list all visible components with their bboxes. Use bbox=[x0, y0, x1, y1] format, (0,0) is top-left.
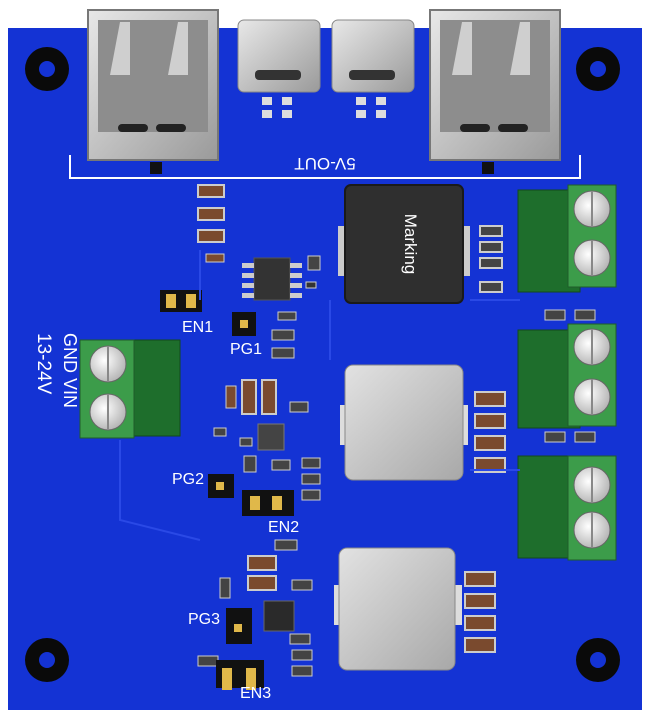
input-terminal-block bbox=[79, 339, 181, 439]
usb-a-port-right bbox=[429, 9, 561, 174]
usb-c-port-right bbox=[331, 19, 415, 118]
usb-a-port-left bbox=[87, 9, 219, 174]
passive-components bbox=[197, 184, 596, 677]
inductor-2 bbox=[340, 364, 468, 481]
usb-c-port-left bbox=[237, 19, 321, 118]
ic-2 bbox=[257, 423, 285, 451]
label-en1: EN1 bbox=[182, 319, 213, 336]
jumper-en1 bbox=[160, 290, 202, 312]
inductor-1: Marking bbox=[338, 184, 470, 304]
label-en3: EN3 bbox=[240, 685, 271, 702]
testpoint-pg2 bbox=[208, 474, 234, 498]
mounting-holes bbox=[25, 47, 620, 682]
label-input-pins: GND VIN bbox=[60, 333, 80, 408]
label-pg1: PG1 bbox=[230, 341, 262, 358]
output-terminal-block-2 bbox=[517, 323, 617, 429]
testpoint-pg3 bbox=[226, 608, 252, 644]
jumper-en2 bbox=[242, 490, 294, 516]
ic-3 bbox=[263, 600, 295, 632]
inductor-marking: Marking bbox=[401, 214, 420, 274]
label-input-voltage: 13-24V bbox=[33, 333, 54, 395]
label-5v-out: 5V-OUT bbox=[294, 154, 355, 173]
testpoint-pg1 bbox=[232, 312, 256, 336]
board-traces bbox=[119, 250, 520, 541]
label-pg2: PG2 bbox=[172, 471, 204, 488]
label-pg3: PG3 bbox=[188, 611, 220, 628]
usb-group-bracket bbox=[69, 155, 581, 179]
ic-1 bbox=[242, 257, 302, 301]
output-terminal-block-1 bbox=[517, 184, 617, 293]
output-terminal-block-3 bbox=[517, 455, 617, 561]
inductor-3 bbox=[334, 547, 462, 671]
label-en2: EN2 bbox=[268, 519, 299, 536]
jumper-en3 bbox=[216, 660, 264, 690]
